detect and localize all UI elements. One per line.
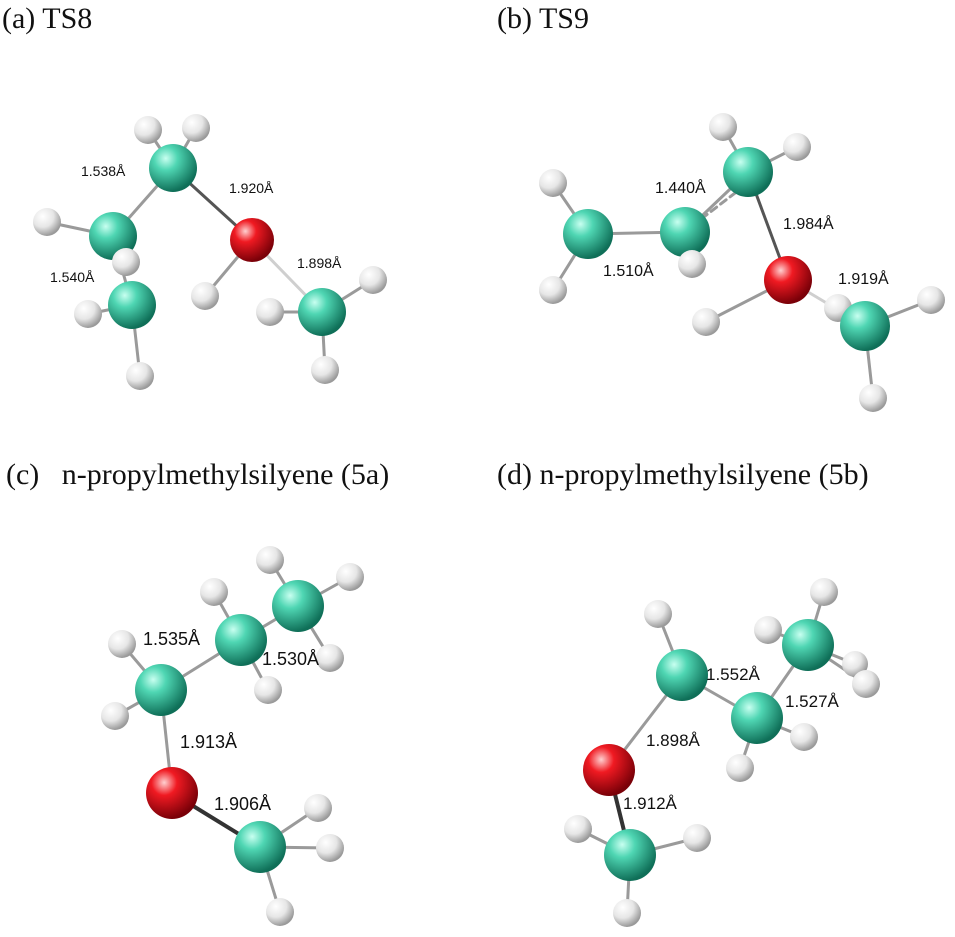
hydrogen-atom [316,644,344,672]
carbon-atom [723,147,773,197]
bond-length-label: 1.535Å [143,629,200,649]
panel-a-atoms [33,114,387,390]
hydrogen-atom [304,794,332,822]
panel-c-title: (c) n-propylmethylsilyene (5a) [6,458,390,491]
carbon-atom [149,144,197,192]
carbon-atom [656,649,708,701]
hydrogen-atom [254,676,282,704]
hydrogen-atom [191,282,219,310]
hydrogen-atom [112,248,140,276]
bond-length-label: 1.919Å [838,269,889,288]
hydrogen-atom [182,114,210,142]
carbon-atom [604,829,656,881]
hydrogen-atom [126,362,154,390]
silicon-atom [764,256,812,304]
carbon-atom [108,281,156,329]
hydrogen-atom [101,702,129,730]
bond-length-label: 1.530Å [262,649,319,669]
silicon-atom [230,218,274,262]
hydrogen-atom [311,356,339,384]
hydrogen-atom [256,546,284,574]
carbon-atom [563,209,613,259]
panel-c-bond-labels: 1.535Å 1.530Å 1.913Å 1.906Å [143,629,319,814]
silicon-atom [583,744,635,796]
bond-length-label: 1.538Å [81,163,126,179]
carbon-atom [298,288,346,336]
hydrogen-atom [539,169,567,197]
hydrogen-atom [336,563,364,591]
panel-d-atoms [564,578,880,927]
bond-length-label: 1.920Å [229,180,274,196]
hydrogen-atom [692,308,720,336]
hydrogen-atom [134,116,162,144]
bond-length-label: 1.510Å [603,261,654,280]
panel-d-bond-labels: 1.552Å 1.527Å 1.898Å 1.912Å [623,665,840,813]
bond-length-label: 1.898Å [646,731,701,750]
bond-length-label: 1.898Å [297,255,342,271]
bond-length-label: 1.440Å [655,178,706,197]
hydrogen-atom [564,815,592,843]
hydrogen-atom [266,898,294,926]
hydrogen-atom [859,384,887,412]
carbon-atom [215,614,267,666]
hydrogen-atom [108,630,136,658]
carbon-atom [234,821,286,873]
hydrogen-atom [359,266,387,294]
hydrogen-atom [256,298,284,326]
hydrogen-atom [790,723,818,751]
hydrogen-atom [917,286,945,314]
bond-length-label: 1.906Å [214,794,271,814]
hydrogen-atom [33,208,61,236]
hydrogen-atom [200,578,228,606]
hydrogen-atom [852,670,880,698]
carbon-atom [731,692,783,744]
panel-c-atoms [101,546,364,926]
silicon-atom [146,767,198,819]
hydrogen-atom [754,616,782,644]
carbon-atom [840,301,890,351]
panel-b-bond-labels: 1.440Å 1.984Å 1.510Å 1.919Å [603,178,889,288]
carbon-atom [135,664,187,716]
hydrogen-atom [810,578,838,606]
carbon-atom [660,207,710,257]
panel-d-title: (d) n-propylmethylsilyene (5b) [497,458,869,491]
hydrogen-atom [783,133,811,161]
hydrogen-atom [539,276,567,304]
bond-length-label: 1.913Å [180,732,237,752]
hydrogen-atom [613,899,641,927]
hydrogen-atom [683,824,711,852]
carbon-atom [272,580,324,632]
panel-a-bond-labels: 1.538Å 1.920Å 1.540Å 1.898Å [50,163,342,285]
bond-length-label: 1.527Å [785,692,840,711]
hydrogen-atom [316,834,344,862]
panel-a-title: (a) TS8 [2,2,93,35]
hydrogen-atom [726,754,754,782]
carbon-atom [782,619,834,671]
hydrogen-atom [644,600,672,628]
bond-length-label: 1.540Å [50,269,95,285]
bond-length-label: 1.552Å [706,665,761,684]
hydrogen-atom [709,113,737,141]
carbon-atom [89,212,137,260]
hydrogen-atom [842,651,868,677]
panel-b-title: (b) TS9 [497,2,589,35]
panel-b-atoms [539,113,945,412]
hydrogen-atom [678,250,706,278]
bond-length-label: 1.984Å [783,214,834,233]
hydrogen-atom [74,300,102,328]
bond-length-label: 1.912Å [623,794,678,813]
